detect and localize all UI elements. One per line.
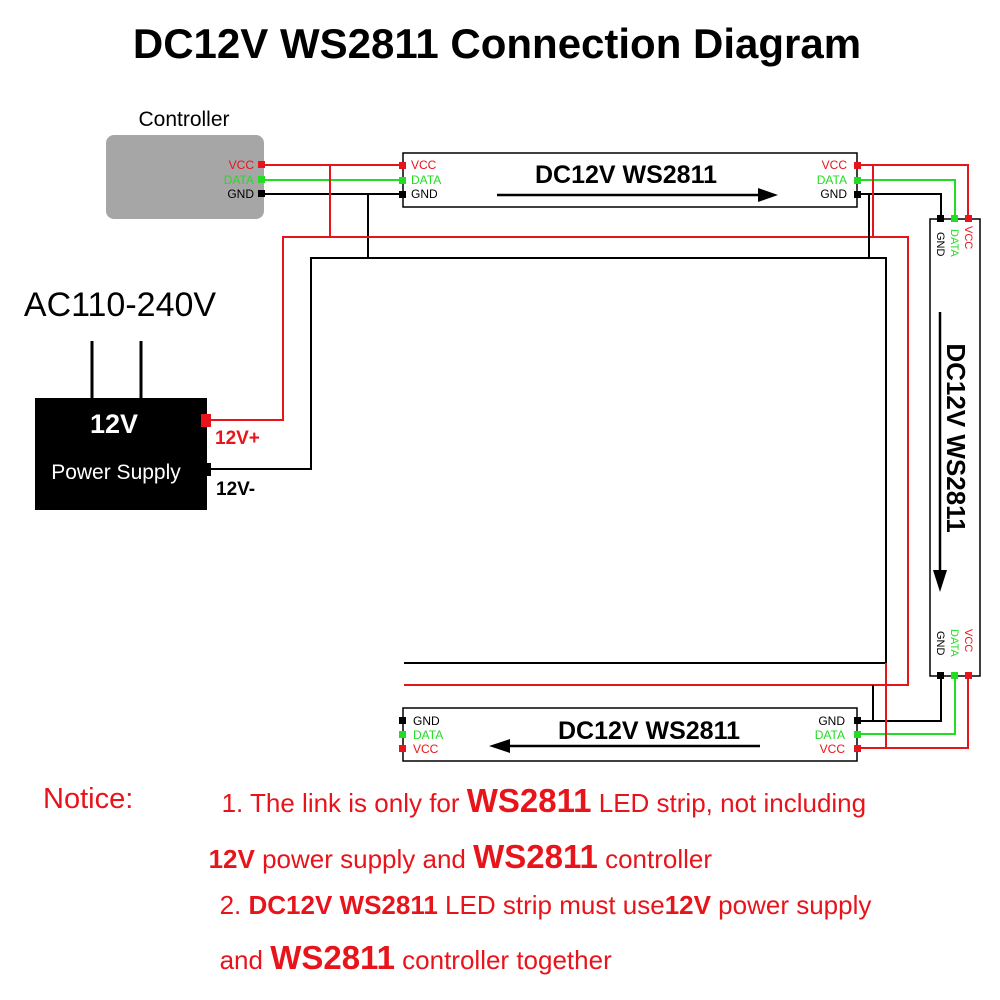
diagram-title: DC12V WS2811 Connection Diagram xyxy=(133,20,861,67)
strip-2-arrowhead xyxy=(933,570,947,592)
notice-line-3-a: 2. xyxy=(220,890,249,920)
strip-1-body xyxy=(402,152,858,208)
ac-input-label: AC110-240V xyxy=(24,286,216,324)
strip-1-arrowhead xyxy=(758,188,778,202)
psu-minus-label: 12V- xyxy=(216,479,255,500)
strip-3-in-data-terminal xyxy=(854,731,861,738)
notice-line-2-b: power supply and xyxy=(255,844,473,874)
strip-1-out-gnd: GND xyxy=(820,187,847,201)
notice-line-2-d: controller xyxy=(598,844,712,874)
strip-1-in-data: DATA xyxy=(411,173,441,187)
notice-line-2-a: 12V xyxy=(209,844,256,874)
strip-1-in-vcc: VCC xyxy=(411,158,437,172)
strip-2-out-gnd: GND xyxy=(934,631,946,656)
strip-3-in-gnd-terminal xyxy=(854,717,861,724)
psu-plus-terminal xyxy=(201,414,211,427)
led-strip-1: DC12V WS2811 VCC DATA GND VCC DATA GND xyxy=(399,152,861,208)
notice-line-3-b: DC12V WS2811 xyxy=(249,890,438,920)
controller: Controller VCC DATA GND xyxy=(106,108,265,219)
notice-line-1-c: LED strip, not including xyxy=(592,788,867,818)
notice-line-1: 1. The link is only for WS2811 LED strip… xyxy=(171,782,902,819)
strip-2-out-data: DATA xyxy=(948,629,960,657)
notice-line-3: 2. DC12V WS2811 LED strip must use12V po… xyxy=(169,890,908,920)
strip-3-in-data: DATA xyxy=(815,728,845,742)
strip-3-end-data: DATA xyxy=(413,728,443,742)
notice: Notice: 1. The link is only for WS2811 L… xyxy=(43,782,908,976)
strip-2-body xyxy=(929,218,981,677)
controller-data-terminal xyxy=(258,176,265,183)
led-strip-2: DC12V WS2811 VCC DATA GND VCC DATA GND xyxy=(929,215,981,679)
controller-label: Controller xyxy=(138,108,229,131)
strip-2-in-data-terminal xyxy=(951,215,958,222)
strip-2-in-gnd: GND xyxy=(934,232,946,257)
strip-1-in-vcc-terminal xyxy=(399,162,406,169)
strip-2-out-data-terminal xyxy=(951,672,958,679)
strip-3-label: DC12V WS2811 xyxy=(558,717,740,745)
strip-3-in-gnd: GND xyxy=(818,714,845,728)
strip-1-out-data-terminal xyxy=(854,177,861,184)
psu-plus-label: 12V+ xyxy=(215,428,260,449)
power-supply-label: Power Supply xyxy=(51,461,181,484)
psu-plus-return xyxy=(404,236,909,686)
notice-line-1-a: 1. The link is only for xyxy=(222,788,467,818)
strip-1-out-data: DATA xyxy=(817,173,847,187)
strip-3-end-vcc: VCC xyxy=(413,742,439,756)
strip-3-in-vcc: VCC xyxy=(820,742,846,756)
notice-line-4: and WS2811 controller together xyxy=(169,939,648,976)
strip-3-end-gnd: GND xyxy=(413,714,440,728)
notice-line-2: 12V power supply and WS2811 controller xyxy=(158,838,748,875)
strip-1-in-data-terminal xyxy=(399,177,406,184)
notice-line-1-b: WS2811 xyxy=(467,782,592,819)
strip-3-in-vcc-terminal xyxy=(854,745,861,752)
strip1-vcc-wire xyxy=(857,164,969,219)
strip-2-label: DC12V WS2811 xyxy=(941,343,971,532)
strip-3-end-vcc-terminal xyxy=(399,745,406,752)
strip2-data-wire xyxy=(857,676,956,735)
notice-line-2-c: WS2811 xyxy=(473,838,598,875)
led-strip-3: DC12V WS2811 GND DATA VCC GND DATA VCC xyxy=(399,707,861,762)
wires xyxy=(210,164,969,749)
power-supply: AC110-240V 12V Power Supply 12V+ 12V- xyxy=(24,286,260,510)
strip2-vcc-wire xyxy=(857,676,969,749)
strip-1-out-vcc-terminal xyxy=(854,162,861,169)
strip-3-arrowhead xyxy=(489,739,510,753)
strip-3-end-gnd-terminal xyxy=(399,717,406,724)
strip-1-out-vcc: VCC xyxy=(822,158,848,172)
notice-line-4-c: controller together xyxy=(395,945,612,975)
strip-2-out-gnd-terminal xyxy=(937,672,944,679)
psu-plus-bus xyxy=(210,236,873,421)
power-supply-voltage: 12V xyxy=(90,409,138,439)
strip-1-out-gnd-terminal xyxy=(854,191,861,198)
strip-2-in-vcc-terminal xyxy=(965,215,972,222)
strip-2-in-vcc: VCC xyxy=(962,226,974,249)
strip-1-in-gnd-terminal xyxy=(399,191,406,198)
controller-vcc-terminal xyxy=(258,161,265,168)
strip-3-end-data-terminal xyxy=(399,731,406,738)
controller-pin-data: DATA xyxy=(224,173,254,187)
notice-heading: Notice: xyxy=(43,783,133,815)
controller-box xyxy=(106,135,264,219)
controller-gnd-terminal xyxy=(258,190,265,197)
notice-line-3-c: LED strip must use xyxy=(438,890,665,920)
strip1-data-wire xyxy=(857,179,956,219)
strip-1-in-gnd: GND xyxy=(411,187,438,201)
notice-line-4-a: and xyxy=(220,945,271,975)
notice-line-3-e: power supply xyxy=(711,890,871,920)
strip-2-out-vcc: VCC xyxy=(962,629,974,652)
strip-2-in-gnd-terminal xyxy=(937,215,944,222)
psu-minus-terminal xyxy=(201,463,211,476)
psu-minus-bus xyxy=(210,257,887,664)
strip1-gnd-wire xyxy=(857,193,942,219)
strip-2-in-data: DATA xyxy=(948,229,960,257)
notice-line-3-d: 12V xyxy=(665,890,712,920)
strip-2-out-vcc-terminal xyxy=(965,672,972,679)
notice-line-4-b: WS2811 xyxy=(270,939,395,976)
strip2-gnd-wire xyxy=(857,676,942,722)
controller-pin-vcc: VCC xyxy=(229,158,255,172)
strip-1-label: DC12V WS2811 xyxy=(535,161,717,189)
power-supply-box xyxy=(35,398,207,510)
controller-pin-gnd: GND xyxy=(227,187,254,201)
